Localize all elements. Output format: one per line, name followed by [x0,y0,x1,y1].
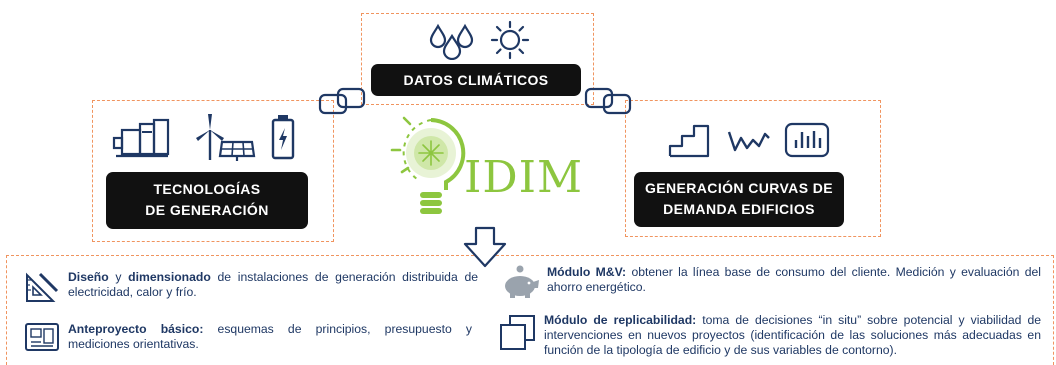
bar-chart-icon [784,122,830,158]
stairs-chart-icon [668,124,710,158]
feature-anteproyecto: Anteproyecto básico: esquemas de princip… [68,322,473,351]
piggy-bank-icon [505,265,539,298]
feature-diseno: Diseño y dimensionado de instalaciones d… [68,270,478,299]
battery-icon [271,115,295,160]
logo-text: IDIM [464,152,584,203]
down-arrow-icon [463,226,507,268]
generator-equipment-icon [112,118,170,158]
right-frame [625,100,881,237]
top-frame [361,13,594,105]
feature-replicabilidad: Módulo de replicabilidad: toma de decisi… [544,313,1042,357]
left-frame [92,100,334,242]
datos-climaticos-label: DATOS CLIMÁTICOS [371,64,581,96]
feature-mv: Módulo M&V: obtener la línea base de con… [547,265,1042,294]
chain-link-icon [584,87,632,115]
sun-icon [490,20,530,60]
water-drops-icon [429,23,474,60]
copy-squares-icon [500,315,535,350]
lightbulb-snowflake-icon [390,116,466,214]
tecnologias-label: TECNOLOGÍAS DE GENERACIÓN [106,172,308,229]
chain-link-icon [318,87,366,115]
zigzag-line-icon [727,131,770,152]
wind-solar-icon [196,114,256,161]
bottom-frame [6,255,1054,365]
curvas-demanda-label: GENERACIÓN CURVAS DE DEMANDA EDIFICIOS [634,172,844,227]
design-tools-icon [26,272,59,302]
blueprint-icon [25,323,59,351]
